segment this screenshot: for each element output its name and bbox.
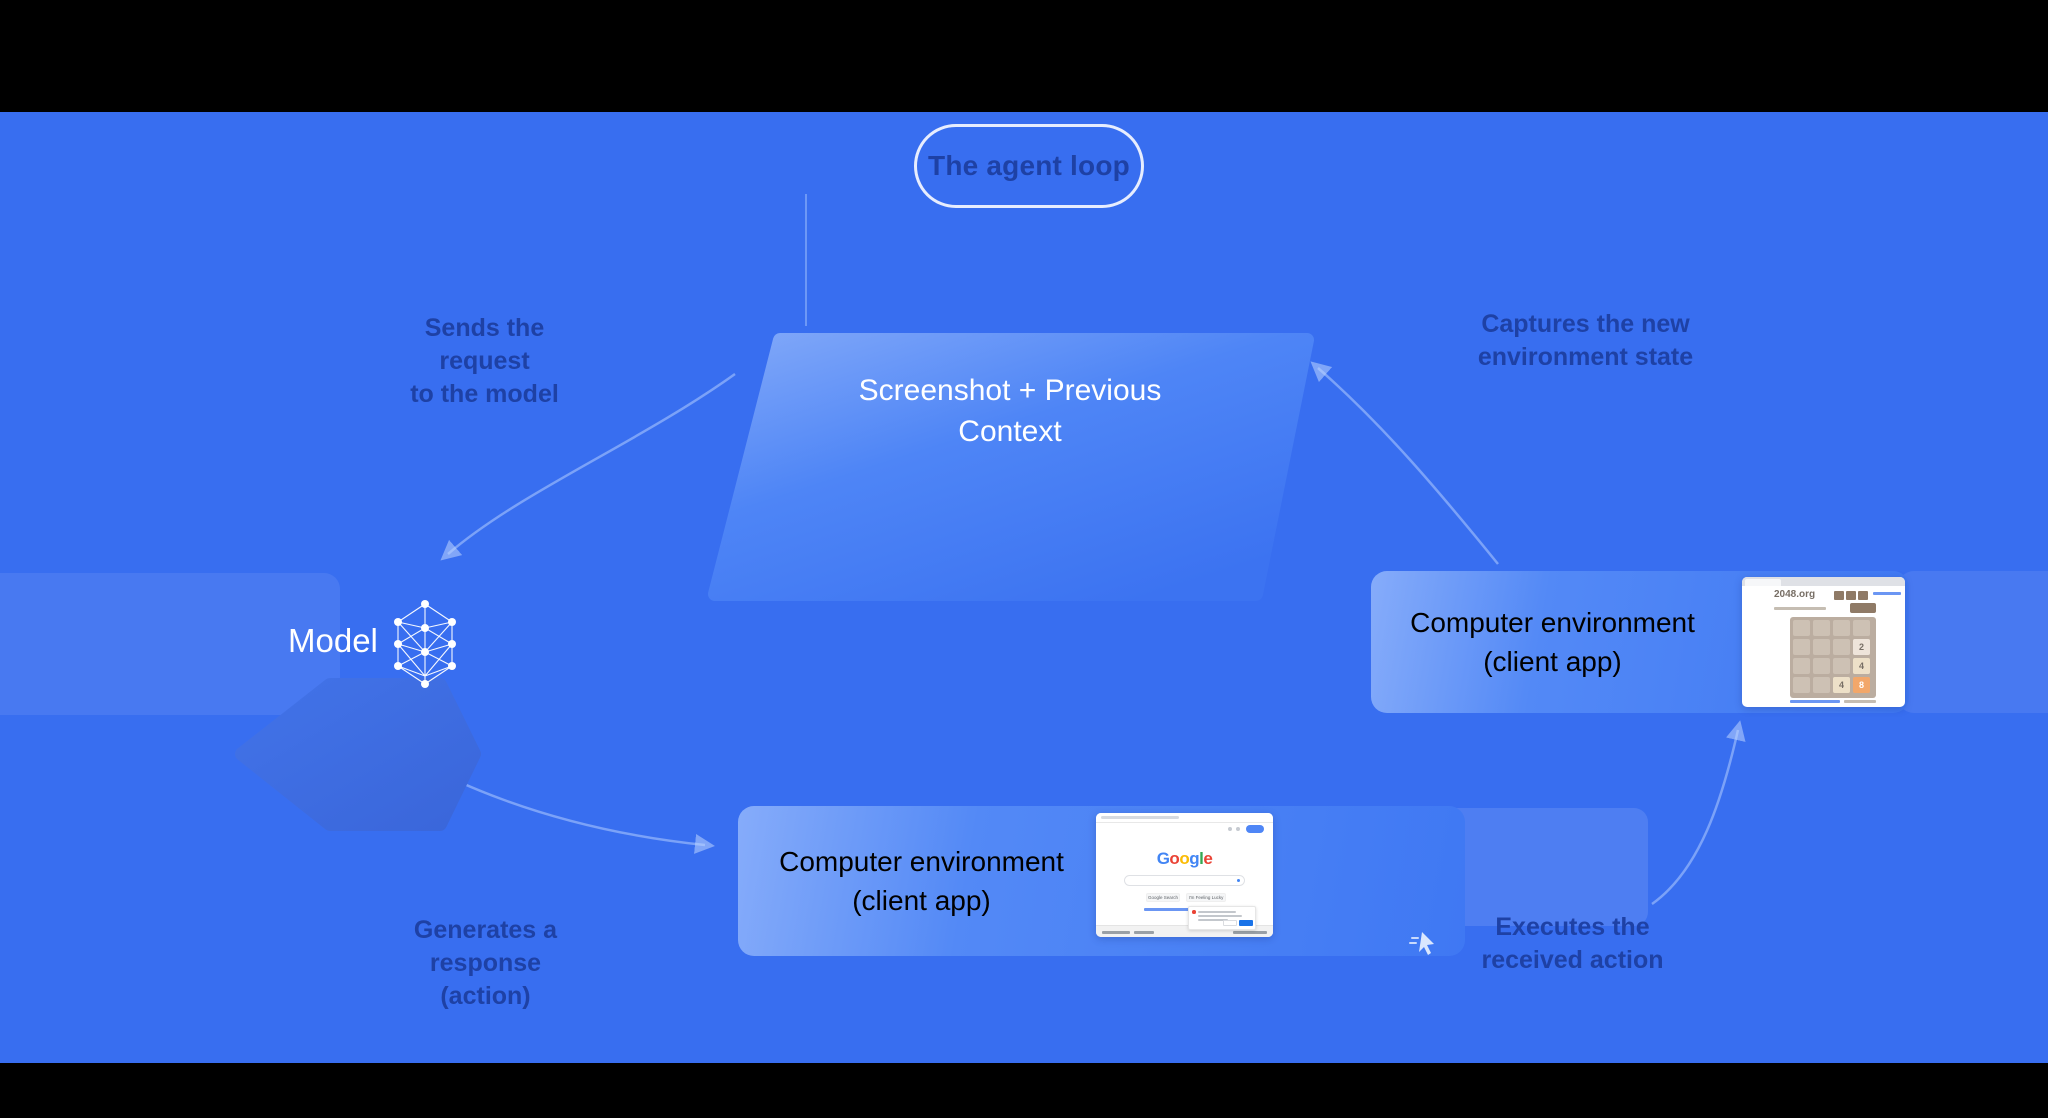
header-link	[1873, 592, 1901, 595]
model-label: Model	[288, 622, 378, 659]
logo-letter: g	[1189, 849, 1200, 868]
logo-letter: e	[1203, 849, 1213, 868]
logo-letter: o	[1179, 849, 1190, 868]
score-box	[1858, 591, 1868, 600]
context-label: Screenshot + Previous Context	[858, 374, 1162, 448]
arrow-context-to-model	[440, 372, 736, 561]
logo-letter: G	[1156, 849, 1170, 868]
edge-label-line: Captures the new	[1481, 310, 1690, 338]
edge-label-execute: Executes the received action	[1460, 911, 1685, 977]
context-node	[708, 333, 1314, 601]
signin-dialog	[1188, 906, 1256, 930]
model-shape	[235, 678, 481, 831]
arrow-env-to-env	[1651, 720, 1746, 906]
game-tile: 2	[1853, 639, 1870, 655]
footer-link	[1790, 700, 1840, 703]
edge-label-line: environment state	[1477, 343, 1694, 371]
signin-button	[1246, 825, 1264, 833]
browser-tab	[1745, 579, 1781, 586]
window-control	[1236, 827, 1240, 831]
cursor-icon	[1409, 932, 1434, 955]
logo-letter: l	[1199, 849, 1204, 868]
model-node	[235, 678, 481, 831]
window-control	[1228, 827, 1232, 831]
edge-label-line: Generates a	[413, 916, 558, 944]
language-link-bar	[1144, 908, 1224, 911]
edge-label-capture: Captures the new environment state	[1468, 308, 1703, 374]
loop-ribbon-right	[1898, 571, 2048, 713]
env-right-label: Computer environment (client app)	[1410, 607, 1695, 677]
search-input	[1124, 875, 1245, 886]
game-tile: 8	[1853, 677, 1870, 693]
screenshot-2048-game: 2048.org 2 4 4 8	[1742, 577, 1905, 707]
loop-ribbon-bottom	[1430, 808, 1648, 926]
edge-label-generate: Generates a response (action)	[383, 914, 588, 1013]
dialog-primary-button	[1239, 920, 1253, 926]
mic-icon	[1237, 879, 1240, 882]
google-search-button: Google Search	[1146, 893, 1180, 902]
dialog-secondary-button	[1223, 920, 1237, 926]
diagram-title: The agent loop	[928, 150, 1130, 181]
logo-letter: o	[1169, 849, 1180, 868]
game-title: 2048.org	[1774, 589, 1816, 600]
new-game-button	[1850, 603, 1876, 613]
edge-label-line: Sends the request	[424, 314, 545, 375]
game-tile: 4	[1833, 677, 1850, 693]
dialog-logo-dot	[1192, 910, 1196, 914]
browser-chrome	[1096, 813, 1273, 823]
google-logo: Google	[1096, 849, 1273, 869]
edge-label-line: received action	[1481, 946, 1664, 974]
game-board: 2 4 4 8	[1790, 617, 1876, 698]
url-bar	[1101, 816, 1179, 819]
edge-label-send: Sends the request to the model	[382, 312, 587, 411]
env-bottom-label: Computer environment (client app)	[779, 846, 1064, 916]
feeling-lucky-button: I'm Feeling Lucky	[1186, 893, 1226, 902]
arrow-env-to-context	[1310, 361, 1499, 565]
context-shape	[708, 333, 1314, 601]
footer-text-bar	[1844, 700, 1876, 703]
score-box	[1834, 591, 1844, 600]
game-subtitle-bar	[1774, 607, 1826, 610]
title-pill: The agent loop	[914, 124, 1144, 208]
diagram-canvas: The agent loop Screenshot + Previous Con…	[0, 112, 2048, 1063]
score-box	[1846, 591, 1856, 600]
edge-label-line: to the model	[410, 380, 559, 408]
screenshot-google-home: Google Google Search I'm Feeling Lucky	[1096, 813, 1273, 937]
edge-label-line: response (action)	[429, 949, 542, 1010]
neural-network-icon	[394, 600, 456, 688]
browser-tabstrip	[1742, 577, 1905, 586]
loop-ribbon-left	[0, 573, 340, 715]
edge-label-line: Executes the	[1495, 913, 1650, 941]
game-tile: 4	[1853, 658, 1870, 674]
